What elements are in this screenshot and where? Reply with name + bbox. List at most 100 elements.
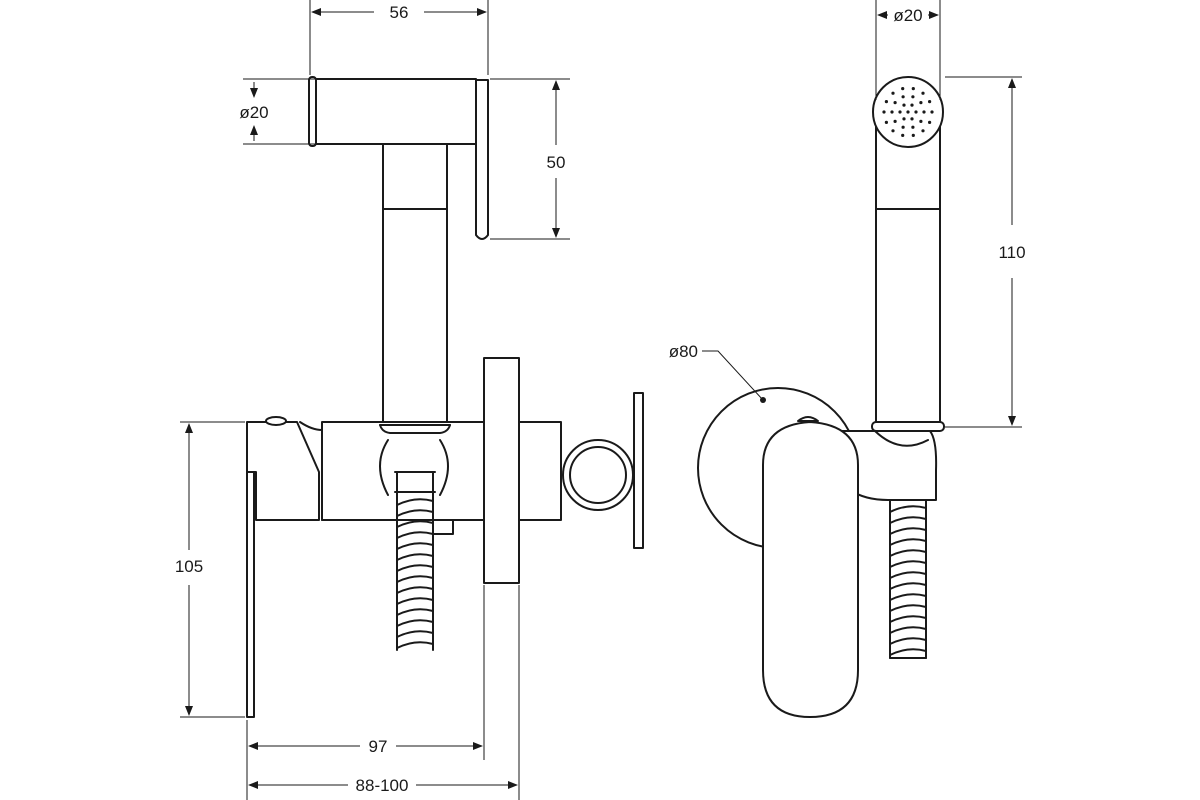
hose-coil (889, 637, 927, 645)
hose-coil (889, 604, 927, 612)
hose-coil (889, 615, 927, 623)
hose-coil (396, 575, 434, 583)
dim-105-label: 105 (175, 557, 203, 576)
spray-hole (901, 95, 905, 99)
dim-head-dia-right-label: ø20 (893, 6, 922, 25)
spray-hole (928, 100, 932, 104)
dim-plate-dia-label: ø80 (669, 342, 698, 361)
spray-hole (928, 120, 932, 124)
spray-hole (921, 129, 925, 133)
lever-handle (246, 421, 320, 521)
dim-97-label: 97 (369, 737, 388, 756)
hose-coil (396, 553, 434, 561)
rear-ring (562, 439, 634, 511)
spray-hole (890, 110, 894, 114)
spray-hole (893, 119, 897, 123)
hose-coil (396, 498, 434, 506)
hose-coil (889, 549, 927, 557)
spray-holes (882, 87, 934, 137)
spray-hole (901, 125, 905, 129)
hose-coil (396, 531, 434, 539)
wall-plate (246, 471, 255, 718)
spray-hole (902, 103, 906, 107)
spray-hole (901, 133, 905, 137)
dimension-50: 50 (490, 78, 570, 240)
hose-coil (396, 542, 434, 550)
dimension-97: 97 (246, 585, 485, 800)
spray-hole (891, 129, 895, 133)
spray-hole (910, 103, 914, 107)
spray-hole (911, 125, 915, 129)
rear-plate (633, 392, 644, 549)
spray-hole (922, 110, 926, 114)
handset-stem-lower (382, 208, 448, 423)
dimension-plate-dia: ø80 (669, 342, 764, 401)
spray-hole (901, 87, 905, 91)
dim-110-label: 110 (998, 243, 1025, 262)
hose-right (889, 499, 927, 659)
dim-head-dia-left-label: ø20 (239, 103, 268, 122)
trigger-lever (475, 79, 489, 240)
spray-hole (930, 110, 934, 114)
handset-stem-upper (382, 143, 448, 210)
handset-nozzle (308, 76, 317, 147)
hose-right-coils (889, 505, 927, 656)
hose-coil (889, 626, 927, 634)
rear-connector (518, 421, 562, 521)
spray-hole (921, 91, 925, 95)
lever-top-knob (797, 416, 819, 422)
lever-knob (265, 416, 287, 426)
spray-hole (882, 110, 886, 114)
hose-left-coils (396, 498, 434, 649)
dimension-56: 56 (309, 0, 489, 75)
dimension-head-dia-right: ø20 (875, 0, 941, 100)
dim-50-label: 50 (547, 153, 566, 172)
spray-hole (884, 100, 889, 104)
dimension-110: 110 (945, 76, 1026, 428)
handset-body-front (875, 111, 941, 427)
hose-coil (396, 630, 434, 638)
spray-hole (898, 110, 902, 114)
hose-coil (889, 648, 927, 656)
dimension-88-100: 88-100 (248, 585, 520, 800)
hose-coil (889, 505, 927, 513)
dimension-head-dia-left: ø20 (239, 78, 315, 145)
spray-hole (910, 117, 914, 121)
spray-hole (914, 110, 918, 114)
dimension-105: 105 (175, 421, 245, 718)
hose-coil (396, 586, 434, 594)
hose-coil (889, 593, 927, 601)
hose-coil (889, 516, 927, 524)
front-view (697, 76, 945, 718)
outlet-tab (432, 519, 454, 535)
hose-coil (396, 619, 434, 627)
lever-handle-front (762, 421, 859, 718)
hose-coil (889, 560, 927, 568)
dim-56-label: 56 (390, 3, 409, 22)
hose-coil (889, 571, 927, 579)
hose-coil (396, 564, 434, 572)
spray-hole (906, 110, 910, 114)
mounting-flange (483, 357, 520, 584)
spray-hole (893, 101, 897, 105)
hose-coil (889, 527, 927, 535)
holder-ring (379, 439, 449, 496)
handset-head-tube (314, 78, 477, 145)
spray-hole (902, 117, 906, 121)
hose-coil (396, 597, 434, 605)
hose-coil (396, 520, 434, 528)
handset-collar (871, 421, 945, 432)
spray-hole (891, 91, 895, 95)
spray-hole (919, 119, 923, 123)
hose-coil (889, 582, 927, 590)
hose-coil (396, 641, 434, 649)
dim-88-100-label: 88-100 (356, 776, 409, 795)
side-view (246, 76, 644, 718)
hose-coil (889, 538, 927, 546)
spray-hole (884, 120, 889, 124)
spray-hole (911, 95, 915, 99)
spray-hole (911, 87, 915, 91)
hose-coil (396, 509, 434, 517)
hose-coil (396, 608, 434, 616)
